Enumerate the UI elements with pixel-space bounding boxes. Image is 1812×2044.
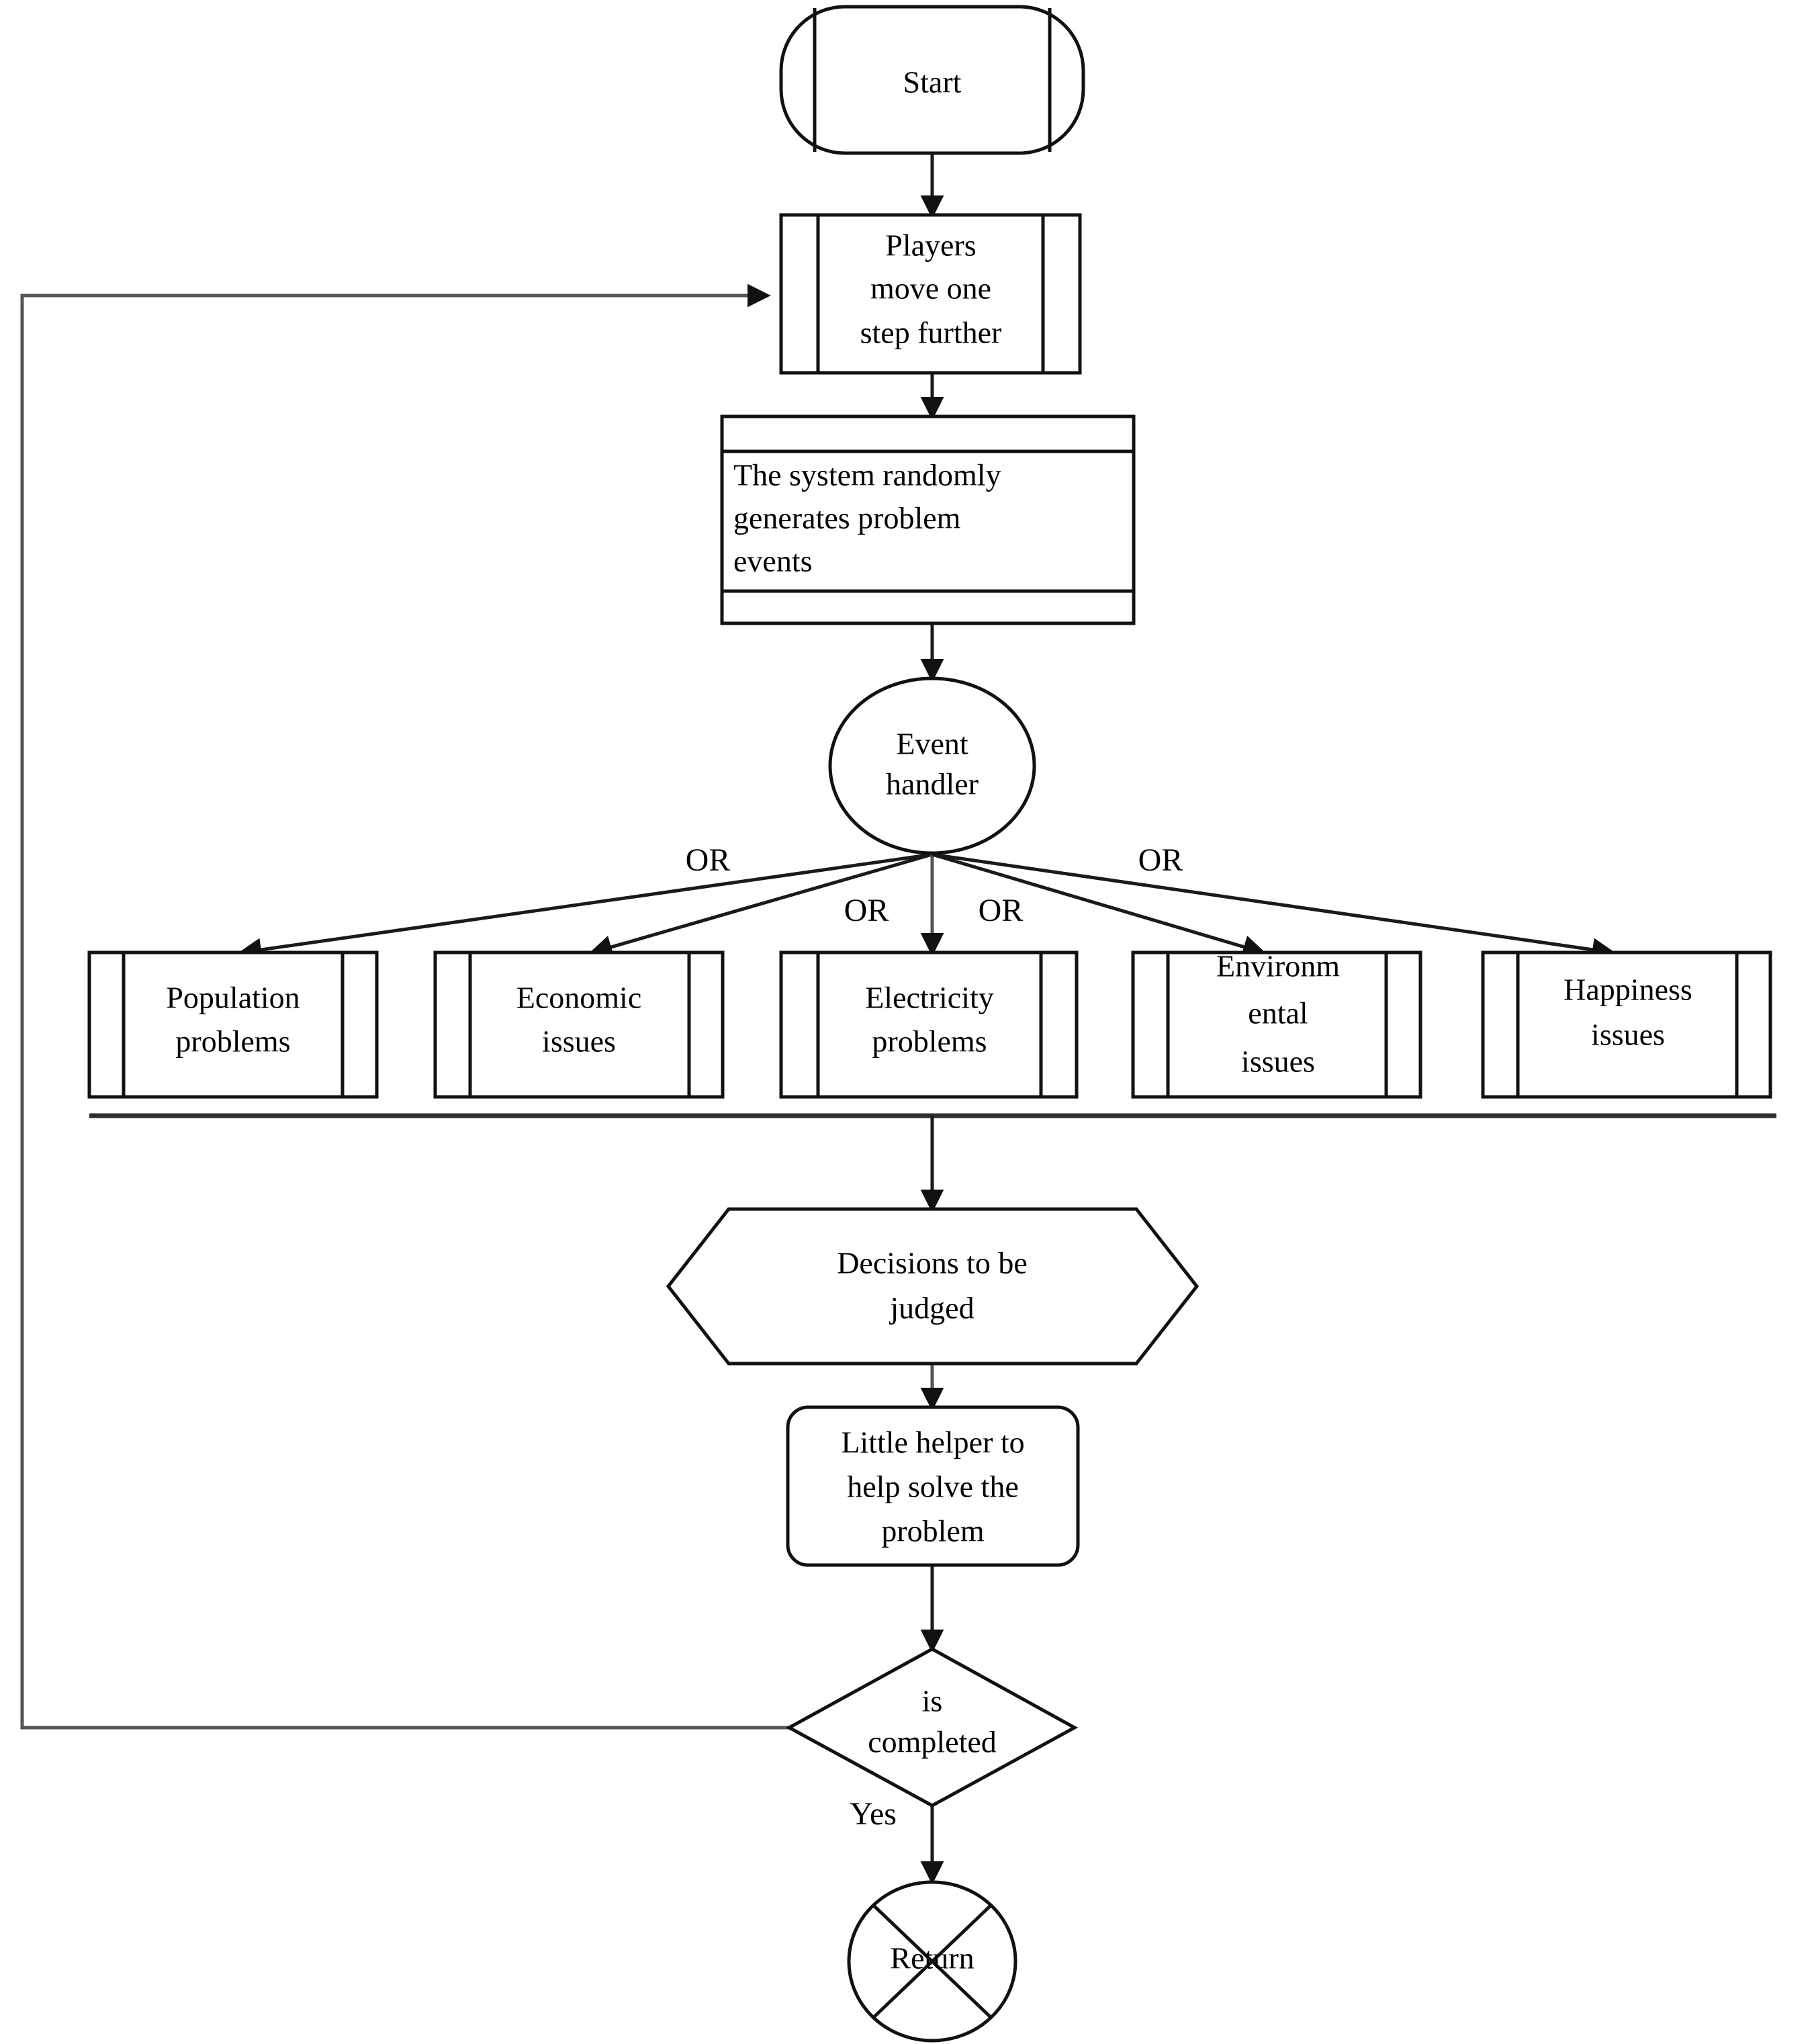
players-shape: [779, 213, 1082, 375]
node-players[interactable]: Players move one step further: [779, 213, 1082, 375]
node-electricity-line-1: Electricity: [865, 981, 994, 1015]
node-population-line-1: Population: [166, 981, 300, 1015]
edge-feedback-loop: [20, 283, 789, 1730]
environmental-shape: [1131, 950, 1422, 1099]
node-players-line-2: move one: [870, 271, 991, 306]
node-handler-line-1: Event: [896, 727, 968, 761]
edge-label-or-mid-left: OR: [844, 893, 889, 928]
node-decisions-line-2: judged: [889, 1291, 974, 1325]
completed-shape: [785, 1647, 1079, 1808]
node-decisions-line-1: Decisions to be: [837, 1246, 1028, 1280]
edge-label-or-mid-right: OR: [979, 893, 1024, 928]
node-happiness-line-2: issues: [1591, 1018, 1665, 1052]
node-economic-line-2: issues: [542, 1024, 616, 1059]
electricity-shape: [779, 950, 1079, 1099]
node-environmental-line-1: Environm: [1216, 949, 1340, 983]
node-economic-issues[interactable]: Economic issues: [433, 950, 725, 1099]
node-happiness-line-1: Happiness: [1564, 973, 1692, 1007]
start-shape: [779, 5, 1085, 155]
edge-label-or-far-left: OR: [686, 842, 731, 878]
decisions-shape: [666, 1207, 1199, 1366]
node-little-helper[interactable]: Little helper to help solve the problem: [786, 1405, 1080, 1567]
helper-shape: [786, 1405, 1080, 1567]
node-electricity-line-2: problems: [872, 1024, 987, 1059]
node-start[interactable]: Start: [779, 5, 1085, 155]
node-return[interactable]: Return: [847, 1880, 1017, 2043]
node-players-line-1: Players: [885, 228, 976, 263]
node-electricity-problems[interactable]: Electricity problems: [779, 950, 1079, 1099]
node-helper-line-1: Little helper to: [841, 1425, 1024, 1460]
edge-handler-to-population: [238, 852, 933, 962]
node-helper-line-3: problem: [881, 1514, 985, 1548]
economic-shape: [433, 950, 725, 1099]
node-generate-line-1: The system randomly: [733, 458, 1001, 492]
node-population-line-2: problems: [175, 1024, 290, 1059]
node-environmental-issues[interactable]: Environm ental issues: [1131, 949, 1422, 1099]
node-generate-line-3: events: [733, 544, 813, 578]
node-population-problems[interactable]: Population problems: [87, 950, 379, 1099]
node-environmental-line-3: issues: [1241, 1045, 1315, 1079]
node-return-label: Return: [890, 1941, 974, 1975]
population-shape: [87, 950, 379, 1099]
node-players-line-3: step further: [860, 316, 1002, 350]
event-handler-shape: [828, 676, 1036, 855]
node-start-label: Start: [903, 65, 962, 99]
node-happiness-issues[interactable]: Happiness issues: [1481, 950, 1772, 1099]
edge-label-or-far-right: OR: [1138, 842, 1183, 878]
node-is-completed[interactable]: is completed: [785, 1647, 1079, 1808]
edge-handler-to-environmental: [932, 852, 1267, 959]
node-event-handler[interactable]: Event handler: [828, 676, 1036, 855]
node-environmental-line-2: ental: [1248, 996, 1308, 1030]
node-generate-line-2: generates problem: [733, 501, 961, 535]
node-completed-line-1: is: [922, 1684, 943, 1718]
edge-handler-to-happiness: [932, 852, 1616, 962]
happiness-shape: [1481, 950, 1772, 1099]
edge-label-yes: Yes: [850, 1796, 897, 1832]
return-cross-line-2: [872, 1904, 993, 2019]
node-decisions-to-be-judged[interactable]: Decisions to be judged: [666, 1207, 1199, 1366]
node-completed-line-2: completed: [868, 1725, 997, 1759]
node-helper-line-2: help solve the: [847, 1470, 1019, 1504]
node-handler-line-2: handler: [886, 767, 979, 801]
edge-handler-to-economic: [588, 852, 933, 959]
node-generate-events[interactable]: The system randomly generates problem ev…: [720, 414, 1136, 625]
node-economic-line-1: Economic: [516, 981, 642, 1015]
